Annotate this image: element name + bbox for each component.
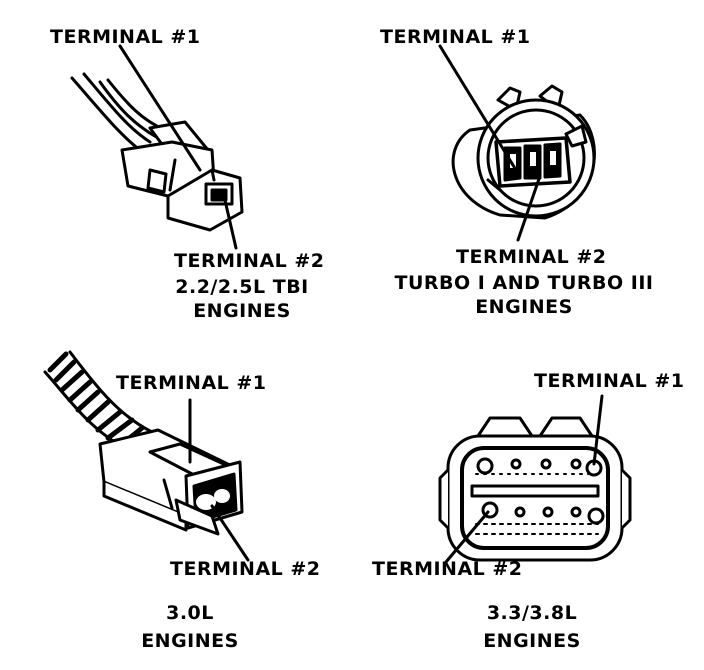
connector-33-38l bbox=[438, 416, 632, 562]
caption-tr-line2: ENGINES bbox=[475, 296, 573, 318]
label-tl-terminal2: TERMINAL #2 bbox=[174, 250, 325, 272]
caption-tl-line1: 2.2/2.5L TBI bbox=[175, 276, 309, 298]
label-tl-terminal1: TERMINAL #1 bbox=[50, 26, 201, 48]
leader-tl-terminal1 bbox=[118, 44, 202, 172]
leader-tr-terminal1 bbox=[438, 44, 518, 172]
caption-bl-line2: ENGINES bbox=[141, 630, 239, 652]
caption-bl-line1: 3.0L bbox=[166, 602, 214, 624]
label-tr-terminal2: TERMINAL #2 bbox=[456, 246, 607, 268]
label-tr-terminal1: TERMINAL #1 bbox=[380, 26, 531, 48]
caption-br-line2: ENGINES bbox=[483, 630, 581, 652]
caption-br-line1: 3.3/3.8L bbox=[486, 602, 578, 624]
connector-tbi bbox=[70, 72, 244, 232]
connector-turbo bbox=[451, 84, 596, 220]
label-br-terminal2: TERMINAL #2 bbox=[372, 558, 523, 580]
label-bl-terminal1: TERMINAL #1 bbox=[116, 372, 267, 394]
leader-tl-terminal2 bbox=[222, 194, 238, 250]
leader-br-terminal2 bbox=[444, 510, 490, 564]
caption-tr-line1: TURBO I AND TURBO III bbox=[394, 272, 654, 294]
caption-tl-line2: ENGINES bbox=[193, 300, 291, 322]
leader-bl-terminal2 bbox=[210, 504, 250, 562]
label-bl-terminal2: TERMINAL #2 bbox=[170, 558, 321, 580]
leader-tr-terminal2 bbox=[516, 174, 542, 242]
leader-br-terminal1 bbox=[592, 394, 604, 466]
label-br-terminal1: TERMINAL #1 bbox=[534, 370, 685, 392]
